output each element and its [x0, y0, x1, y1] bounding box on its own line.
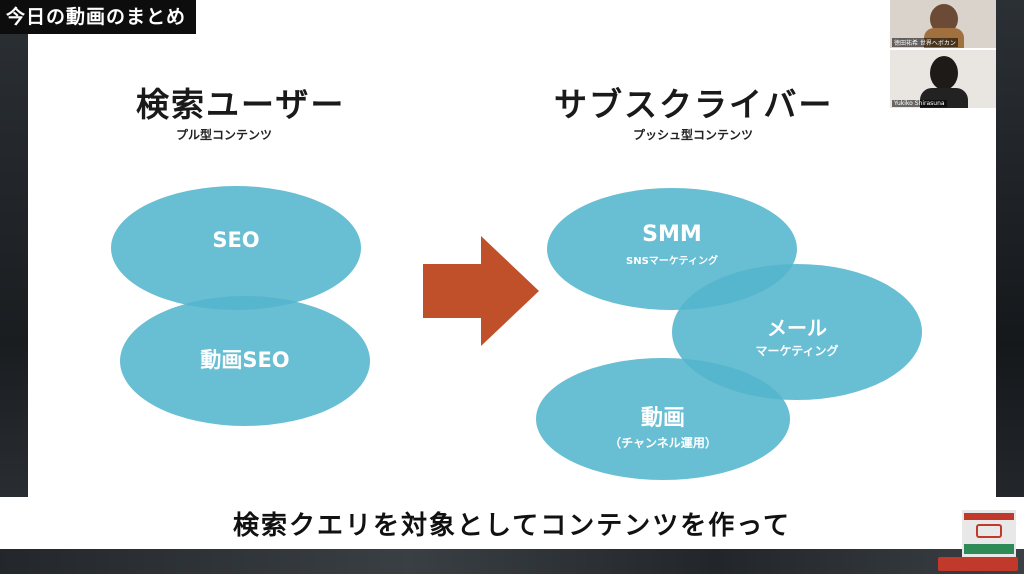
smm-label: SMM — [642, 222, 702, 247]
participant-name-1: 徳田祐希 世界へボカン — [892, 38, 958, 47]
brand-banner — [938, 557, 1018, 571]
background-left — [0, 0, 28, 574]
video-seo-bubble — [120, 296, 370, 426]
caption-bar — [0, 497, 1024, 549]
video-label: 動画 — [640, 406, 685, 431]
background-bottom — [0, 544, 1024, 574]
email-label: メール — [767, 316, 827, 340]
video-seo-label: 動画SEO — [200, 348, 290, 372]
presentation-slide: 検索ユーザー プル型コンテンツ SEO 動画SEO サブスクライバー プッシュ型… — [28, 0, 996, 497]
subtitle-caption: 検索クエリを対象としてコンテンツを作って — [233, 511, 791, 541]
left-column-subtitle: プル型コンテンツ — [176, 128, 273, 142]
channel-logo — [962, 510, 1016, 558]
right-arrow-icon — [423, 236, 539, 346]
email-sublabel: マーケティング — [755, 344, 839, 358]
right-column-title: サブスクライバー — [554, 85, 834, 124]
background-right — [996, 0, 1024, 574]
smm-sublabel: SNSマーケティング — [626, 256, 718, 267]
seo-bubble — [111, 186, 361, 310]
participant-name-2: Yukiko Shirasuna — [892, 100, 947, 107]
avatar — [930, 56, 958, 90]
video-summary-title: 今日の動画のまとめ — [0, 0, 197, 34]
left-column-title: 検索ユーザー — [136, 85, 346, 124]
video-sublabel: （チャンネル運用） — [609, 436, 717, 450]
chat-icon — [976, 524, 1002, 538]
participant-video-1: 徳田祐希 世界へボカン — [890, 0, 996, 48]
seo-label: SEO — [212, 228, 260, 252]
right-column-subtitle: プッシュ型コンテンツ — [633, 128, 754, 142]
participant-video-2: Yukiko Shirasuna — [890, 50, 996, 108]
video-channel-bubble — [536, 358, 790, 480]
